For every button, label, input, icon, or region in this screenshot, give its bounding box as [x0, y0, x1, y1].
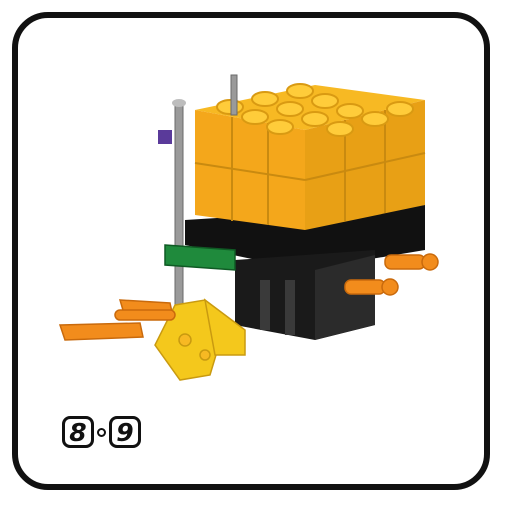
step-range: 8 9	[62, 414, 141, 450]
orange-connectors-left	[60, 300, 175, 340]
green-clip	[165, 245, 235, 270]
step-to-badge: 9	[109, 416, 141, 448]
purple-clip	[158, 130, 172, 144]
step-range-separator	[97, 428, 106, 437]
step-from-badge: 8	[62, 416, 94, 448]
model-illustration	[55, 55, 455, 395]
yellow-brick-stack	[195, 84, 425, 230]
